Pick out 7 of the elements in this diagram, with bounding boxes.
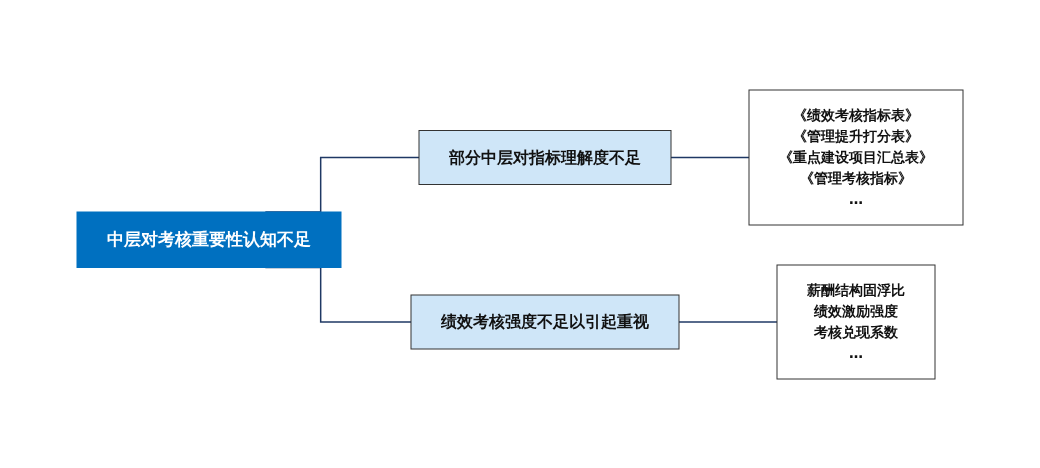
node-box: 绩效考核强度不足以引起重视 (410, 294, 680, 349)
node-box: 《绩效考核指标表》 《管理提升打分表》 《重点建设项目汇总表》 《管理考核指标》 … (748, 89, 964, 225)
node-box: 中层对考核重要性认知不足 (76, 211, 342, 268)
connector (678, 320, 778, 323)
connector (670, 156, 750, 158)
node-box: 薪酬结构固浮比 绩效激励强度 考核兑现系数 … (776, 264, 936, 379)
node-box: 部分中层对指标理解度不足 (418, 129, 672, 185)
